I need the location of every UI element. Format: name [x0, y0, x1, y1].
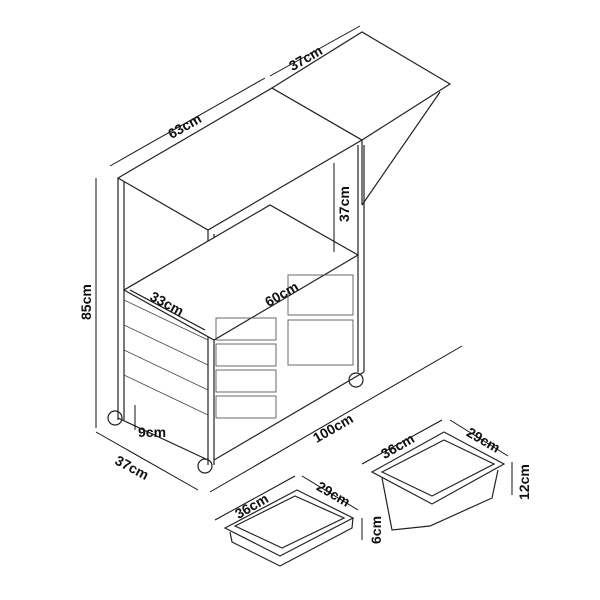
middle-shelf: [122, 204, 360, 341]
dim-total-height: 85cm: [78, 284, 94, 320]
small-drawer-height: 6cm: [368, 515, 384, 544]
small-tray-drawing: [214, 475, 363, 567]
dim-ground-clearance: 9cm: [138, 424, 167, 440]
large-drawer-height: 12cm: [516, 464, 532, 500]
drawers-left: [215, 317, 277, 419]
side-table: [270, 31, 452, 141]
drawers-right: [287, 274, 354, 366]
large-tray-drawing: [361, 419, 513, 531]
dim-shelf-height: 37cm: [336, 186, 352, 222]
